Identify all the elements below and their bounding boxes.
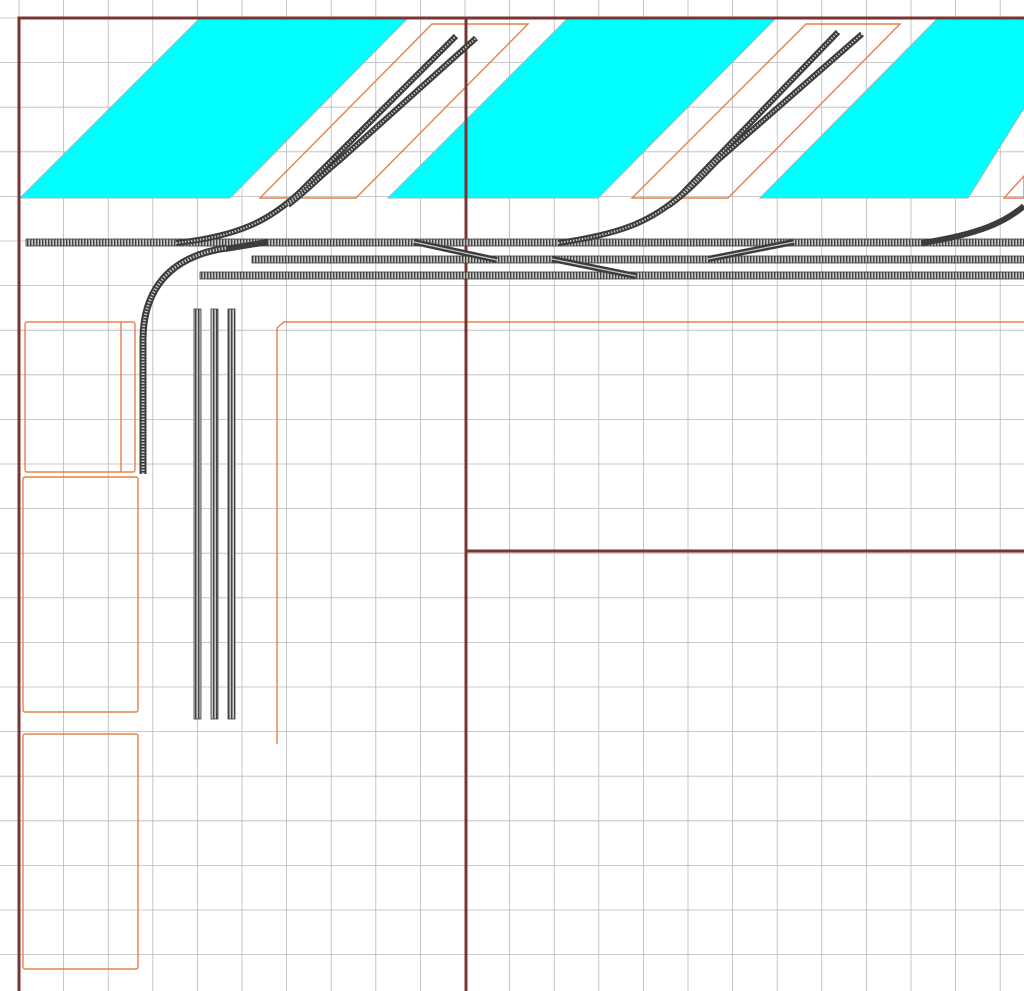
- crossover-ties: [413, 241, 795, 277]
- spur-track-1b[interactable]: [286, 35, 479, 208]
- crossover-4[interactable]: [224, 239, 269, 252]
- siding-track-2[interactable]: [210, 308, 219, 720]
- mainline-track-1[interactable]: [25, 238, 1024, 247]
- siding-track-3[interactable]: [227, 308, 236, 720]
- spur-outline-2[interactable]: [630, 23, 902, 199]
- spur-track-2b[interactable]: [666, 31, 864, 209]
- building-outlines: [22, 321, 1024, 970]
- spur-ties-1a: [175, 35, 457, 244]
- spur-outlines: [258, 23, 1024, 199]
- siding-track-1[interactable]: [193, 308, 202, 720]
- spur-outline-3[interactable]: [1002, 174, 1024, 199]
- building-c[interactable]: [22, 733, 139, 970]
- wall-outer[interactable]: [17, 16, 1024, 991]
- curved-branch-ties: [141, 246, 227, 474]
- spur-ties-2a: [557, 31, 839, 244]
- building-b[interactable]: [22, 476, 139, 713]
- room-walls: [17, 16, 1024, 991]
- yard-boundary[interactable]: [276, 321, 1024, 744]
- mainline-track-2[interactable]: [251, 255, 1024, 264]
- building-a[interactable]: [24, 321, 136, 473]
- track-group: [25, 29, 1024, 720]
- spur-track-3[interactable]: [921, 203, 1024, 246]
- platform-group: [18, 17, 1024, 199]
- spur-outline-1[interactable]: [258, 23, 530, 199]
